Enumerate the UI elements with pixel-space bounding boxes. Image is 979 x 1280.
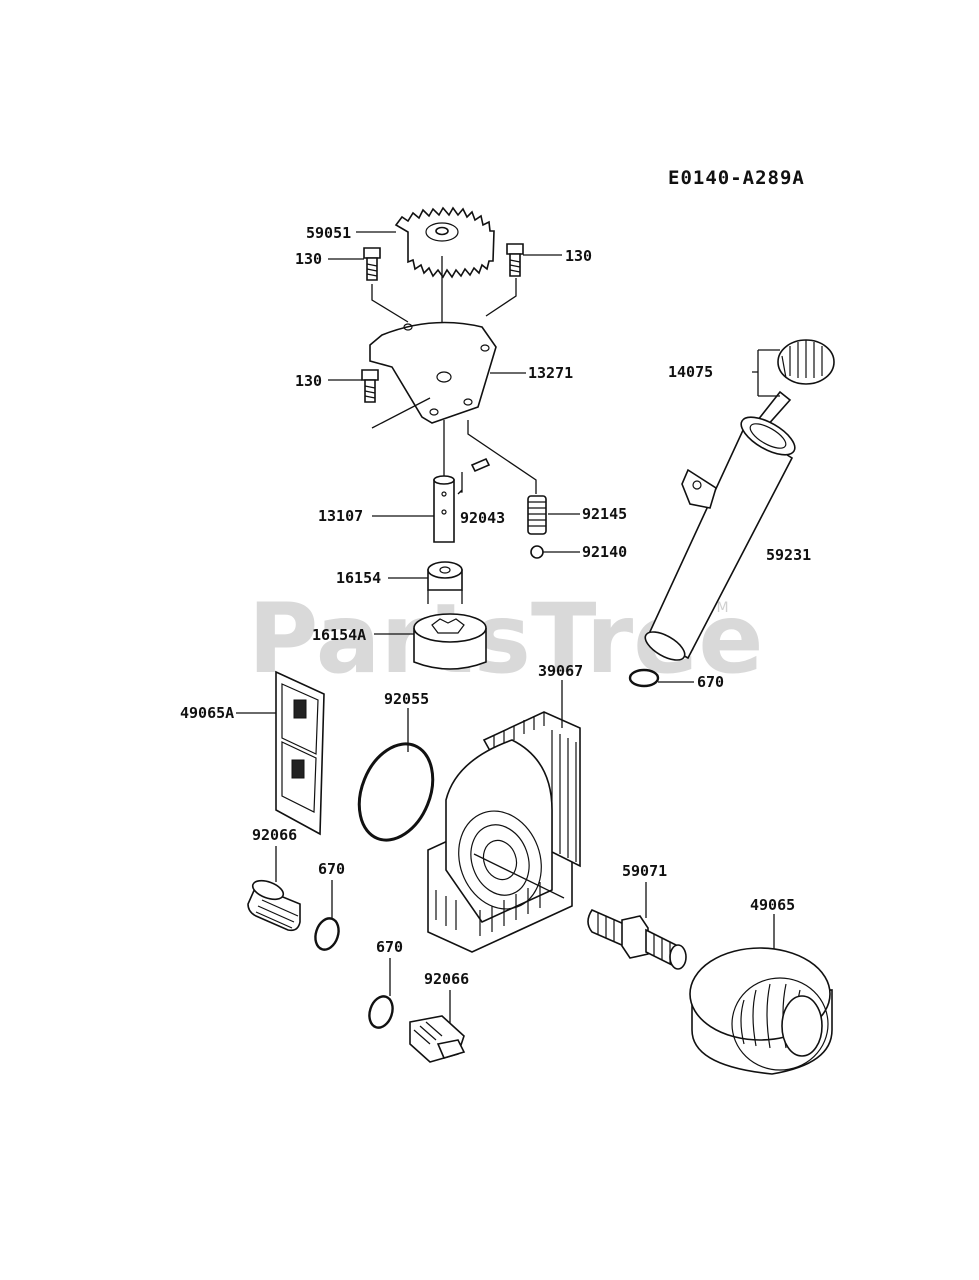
label-49065A: 49065A	[180, 704, 234, 722]
bolt-130-left[interactable]	[363, 247, 381, 281]
diagram-code: E0140-A289A	[668, 167, 805, 189]
cover-plate-13271[interactable]	[369, 321, 497, 424]
drain-plug-92066-lower[interactable]	[409, 1015, 466, 1063]
label-13271: 13271	[528, 364, 573, 382]
oil-filter-49065[interactable]	[689, 947, 833, 1075]
label-92140: 92140	[582, 543, 627, 561]
label-130-lower: 130	[295, 372, 322, 390]
outer-rotor-16154A[interactable]	[413, 613, 487, 670]
drain-plug-92066-upper[interactable]	[247, 877, 301, 932]
label-59051: 59051	[306, 224, 351, 242]
label-130-right: 130	[565, 247, 592, 265]
ball-92140[interactable]	[530, 545, 544, 559]
pin-92043[interactable]	[470, 457, 491, 473]
label-59231: 59231	[766, 546, 811, 564]
label-13107: 13107	[318, 507, 363, 525]
gear-59051[interactable]	[394, 206, 495, 279]
label-92055: 92055	[384, 690, 429, 708]
oil-fitting-59071[interactable]	[587, 908, 687, 970]
label-92066-lower: 92066	[424, 970, 469, 988]
label-14075: 14075	[668, 363, 713, 381]
label-670-middle: 670	[318, 860, 345, 878]
label-92066-upper: 92066	[252, 826, 297, 844]
spring-92145[interactable]	[527, 495, 547, 535]
o-ring-670-lower[interactable]	[366, 993, 397, 1030]
label-670-tube: 670	[697, 673, 724, 691]
label-92145: 92145	[582, 505, 627, 523]
oil-filler-tube-59231[interactable]	[641, 410, 801, 666]
label-39067: 39067	[538, 662, 583, 680]
shaft-13107[interactable]	[433, 475, 455, 543]
label-670-lower: 670	[376, 938, 403, 956]
o-ring-92055[interactable]	[346, 733, 447, 851]
label-16154A: 16154A	[312, 626, 366, 644]
label-16154: 16154	[336, 569, 381, 587]
label-130-left: 130	[295, 250, 322, 268]
bolt-130-lower[interactable]	[361, 369, 379, 403]
o-ring-670-tube[interactable]	[628, 668, 660, 688]
o-ring-670-middle[interactable]	[312, 915, 343, 952]
filter-housing-39067[interactable]	[427, 711, 581, 953]
label-92043: 92043	[460, 509, 505, 527]
bolt-130-right[interactable]	[506, 243, 524, 277]
strainer-49065A[interactable]	[275, 670, 325, 836]
inner-rotor-16154[interactable]	[427, 561, 463, 591]
label-59071: 59071	[622, 862, 667, 880]
label-49065: 49065	[750, 896, 795, 914]
